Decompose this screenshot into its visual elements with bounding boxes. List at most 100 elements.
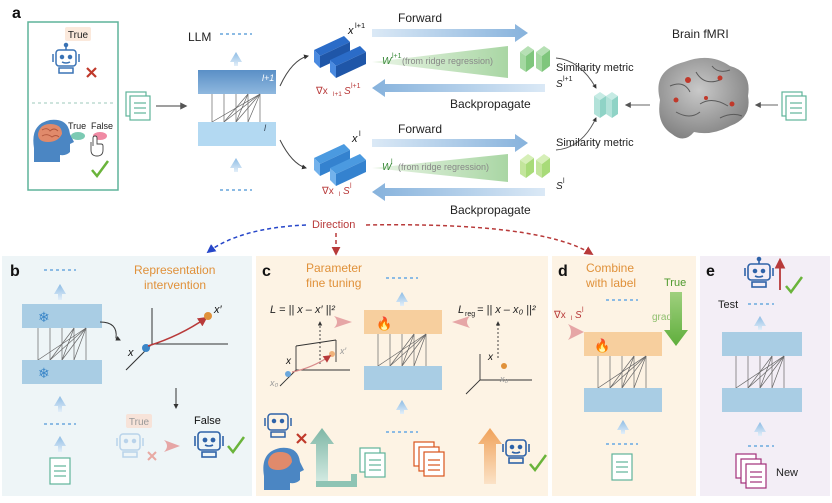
loss-right-suffix: = || x – x₀ ||² [477,304,536,316]
grad-upper: ∇x [315,86,328,97]
layer-upper-label: l+1 [262,73,274,83]
true-tag [65,27,91,41]
check-icon [529,454,548,473]
point-x-prime [204,312,212,320]
x0-right-label: x₀ [499,374,509,384]
s-right-top-sup: l+1 [563,76,573,83]
label-down-arrow [664,292,688,346]
s-upper: S [344,86,351,97]
panel-d-title-1: Combine [586,261,634,275]
s-d-sup: l [582,307,584,314]
loss-left: L = || x – x′ ||² [270,304,335,316]
up-arrow [54,396,66,412]
brain-embedding-lower [520,154,550,178]
brain-embedding-upper [520,46,550,72]
document-icon [125,91,151,121]
document-stack-icon [735,453,767,489]
choice-false: False [91,121,113,131]
panel-b-title-2: intervention [144,278,206,292]
false-tag-text: False [194,415,221,427]
path [291,355,332,373]
llm-label: LLM [188,30,211,44]
direction-label: Direction [312,219,355,231]
brain-fmri-image [658,57,749,139]
panel-a-label: a [12,5,21,22]
forward-arrow-top [372,24,528,42]
up-arrow [54,436,66,452]
point-x [501,363,507,369]
s-lower-sup: l [350,183,352,190]
true-tag [126,414,152,428]
human-head-icon [33,119,74,162]
loss-right-prefix: L [458,304,464,316]
attention-lines [37,327,87,361]
s-upper-sup: l+1 [351,83,361,90]
point-x0 [285,371,291,377]
true-tag-text: True [129,417,150,428]
x0-left-label: x₀ [269,378,279,388]
x-prime-label: x′ [213,304,223,316]
axes-3d [465,354,532,395]
teal-connector [316,474,357,487]
document-icon [49,457,71,485]
true-button [71,132,85,140]
frozen-icon: ❄ [38,365,50,381]
ridge-wedge-lower [372,154,508,182]
up-arrow [617,420,629,434]
panel-d-label: d [558,263,568,280]
document-icon [359,447,386,478]
w-upper-note: (from ridge regression) [402,56,493,66]
loss-arrow-right [452,316,470,328]
steering-path [147,316,208,347]
s-right-bottom-sup: l [563,178,565,185]
panel-d-title-2: with label [585,276,636,290]
layer-lower [198,122,276,146]
layer-lower-label: l [264,123,267,133]
representation-lower [314,144,366,186]
similarity-bottom: Similarity metric [556,137,634,149]
similarity-top: Similarity metric [556,62,634,74]
axes-3d [279,339,350,387]
direction-arrow-d [365,224,594,255]
panel-c-title-1: Parameter [306,261,362,275]
connector-upper [279,54,309,87]
w-lower-sup: l [391,159,393,166]
s-right-top: S [556,79,563,90]
layer-upper [722,332,802,356]
backprop-top: Backpropagate [450,97,531,111]
attention-lines [211,93,261,123]
fire-icon: 🔥 [594,338,610,353]
grad-label: grad [652,312,672,323]
true-label: True [664,277,686,289]
w-lower: W [382,162,393,173]
s-d: S [575,310,582,321]
direction-arrow-b [206,224,307,254]
check-icon [785,276,804,295]
orange-up-arrow [450,428,502,484]
forward-bottom: Forward [398,122,442,136]
grad-input-arrow [568,324,584,340]
panel-b-label: b [10,263,20,280]
document-icon [781,91,807,121]
grad-d-sub: l [571,315,573,322]
grad-lower-sub: l [339,191,341,198]
human-head-icon [263,447,304,490]
robot-icon [744,256,774,288]
hand-pointer-icon [90,135,104,157]
frozen-icon: ❄ [38,309,50,325]
up-arrow [754,422,766,436]
stimulus-box [27,21,119,191]
panel-e-label: e [706,263,715,280]
cross-icon [147,451,157,461]
new-label: New [776,467,798,479]
robot-icon-faded [116,433,144,458]
representation-upper [314,36,366,78]
x-lower-sup: l [359,129,361,138]
layer-lower [722,388,802,412]
robot-icon [52,42,80,74]
up-arrow [396,400,408,414]
x-right-label: x [487,352,494,363]
brain-embedding-center [594,92,618,118]
